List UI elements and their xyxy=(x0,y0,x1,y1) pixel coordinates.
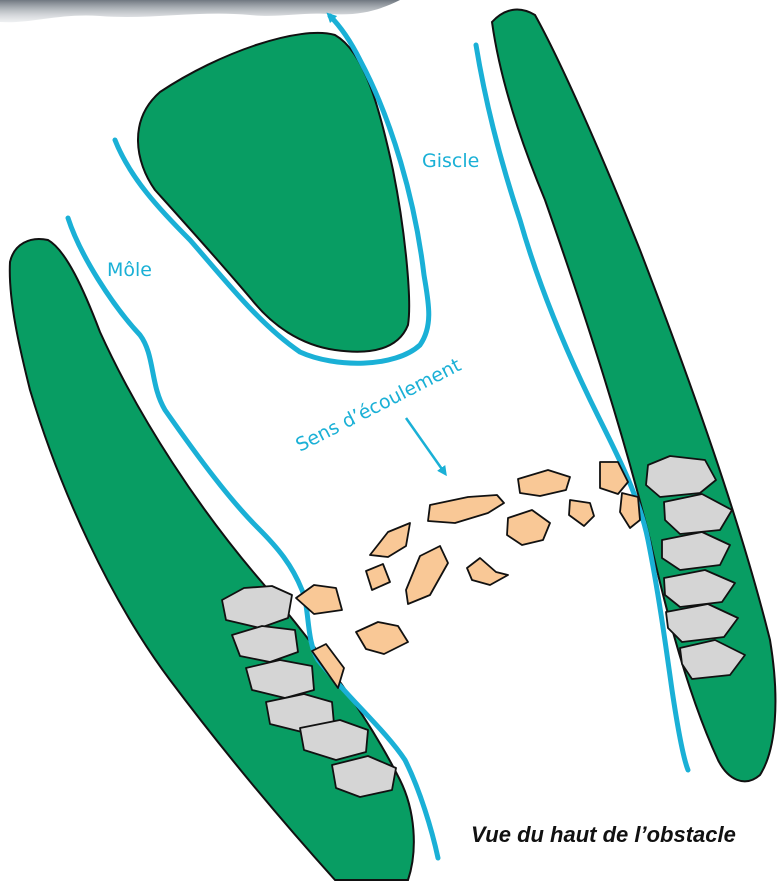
loose-rock xyxy=(406,546,448,604)
flow-arrow xyxy=(406,418,444,472)
loose-rocks xyxy=(296,462,640,688)
loose-rock xyxy=(518,470,570,496)
flow-direction-label: Sens d’écoulement xyxy=(292,354,464,456)
loose-rock xyxy=(620,493,640,528)
loose-rock xyxy=(467,558,508,585)
mole-label: Môle xyxy=(107,259,152,281)
photo-fragment xyxy=(0,0,400,22)
loose-rock xyxy=(366,564,390,590)
giscle-label: Giscle xyxy=(422,150,479,172)
loose-rock xyxy=(428,495,504,523)
loose-rock xyxy=(569,500,594,526)
loose-rock xyxy=(370,523,410,557)
loose-rock xyxy=(356,622,408,654)
diagram-caption: Vue du haut de l’obstacle xyxy=(471,822,784,848)
loose-rock xyxy=(507,510,550,545)
